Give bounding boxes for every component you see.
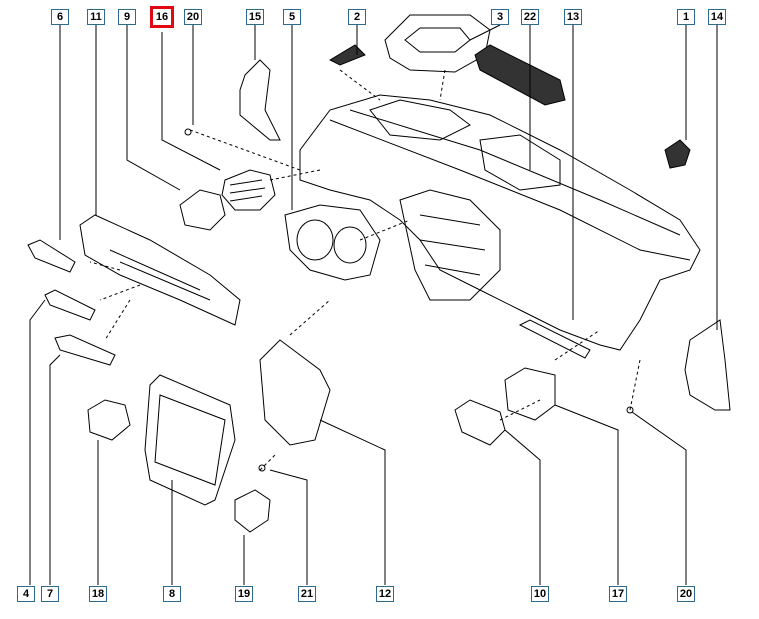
callout-top-6: 6 [51, 9, 69, 25]
callout-bottom-20: 20 [677, 586, 695, 602]
callout-bottom-12: 12 [376, 586, 394, 602]
callout-bottom-19: 19 [235, 586, 253, 602]
media-bezel [144, 374, 236, 506]
callout-top-3: 3 [491, 9, 509, 25]
center-vent [221, 169, 276, 211]
callout-bottom-18: 18 [89, 586, 107, 602]
callout-top-11: 11 [87, 9, 105, 25]
callout-top-20: 20 [184, 9, 202, 25]
callout-bottom-8: 8 [163, 586, 181, 602]
callout-top-15: 15 [246, 9, 264, 25]
callout-top-5: 5 [283, 9, 301, 25]
callout-top-22: 22 [521, 9, 539, 25]
callout-top-2: 2 [348, 9, 366, 25]
cluster-bezel [284, 204, 381, 281]
callout-bottom-17: 17 [609, 586, 627, 602]
dashboard-body [299, 94, 701, 351]
callout-top-13: 13 [564, 9, 582, 25]
callout-top-16-highlighted: 16 [150, 6, 174, 28]
callout-top-14: 14 [708, 9, 726, 25]
callout-bottom-7: 7 [41, 586, 59, 602]
top-cover [384, 14, 491, 73]
callout-top-1: 1 [677, 9, 695, 25]
callout-top-9: 9 [118, 9, 136, 25]
callout-bottom-10: 10 [531, 586, 549, 602]
callout-bottom-21: 21 [298, 586, 316, 602]
speaker-grille [474, 44, 566, 106]
callout-bottom-4: 4 [17, 586, 35, 602]
